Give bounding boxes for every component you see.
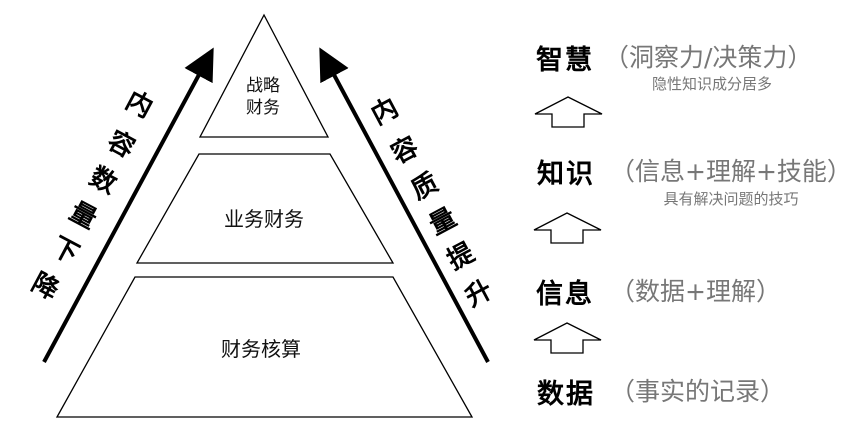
- data-title: 数据: [537, 379, 595, 410]
- wisdom-title: 智慧: [536, 45, 594, 76]
- wisdom-desc: （洞察力/决策力）: [604, 43, 813, 72]
- right-up-arrow: [319, 47, 490, 363]
- pyramid-middle-trapezoid: [135, 153, 395, 264]
- left-up-arrow: [42, 47, 214, 363]
- knowledge-note: 具有解决问题的技巧: [663, 190, 799, 208]
- data-desc: （事实的记录）: [610, 377, 786, 406]
- pyramid-bottom-trapezoid: [55, 276, 474, 418]
- pyramid-level-strategic: 战略 财务: [246, 75, 280, 119]
- level-label-line: 财务: [246, 98, 280, 118]
- hollow-up-arrow-icon: [534, 96, 603, 128]
- wisdom-note: 隐性知识成分居多: [651, 75, 773, 93]
- pyramid-level-business: 业务财务: [224, 207, 304, 231]
- hollow-up-arrow-icon: [533, 322, 602, 354]
- level-label-line: 战略: [246, 76, 280, 96]
- knowledge-desc: （信息+理解+技能）: [610, 157, 852, 186]
- pyramid-level-accounting: 财务核算: [221, 337, 301, 361]
- hollow-up-arrow-icon: [533, 212, 602, 244]
- knowledge-title: 知识: [537, 159, 595, 190]
- pyramid-top-triangle: [198, 13, 330, 138]
- information-title: 信息: [536, 279, 594, 310]
- information-desc: （数据+理解）: [610, 277, 781, 306]
